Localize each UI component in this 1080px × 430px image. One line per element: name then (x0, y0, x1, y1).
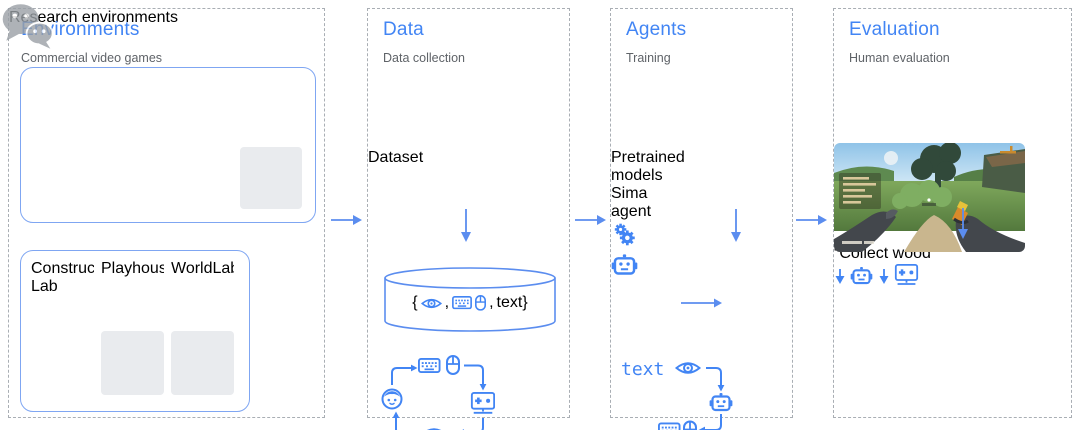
game-title: VALHEIM (170, 147, 232, 164)
robot-icon (709, 392, 733, 412)
game-thumb-no-mans-sky: NO MAN'S SKY (170, 77, 232, 139)
env-thumb-construction-lab: Construction Lab (31, 260, 94, 324)
wechat-icon (0, 0, 54, 49)
data-collection-card-stack (368, 9, 523, 430)
tuple-comma: , (444, 294, 450, 311)
env-thumb-worldlab: WorldLab (171, 260, 234, 324)
flow-arrow-data-to-agents (575, 215, 606, 225)
data-collection-cycle (381, 355, 496, 430)
game-title: Goat Simulator 3 (30, 147, 92, 200)
robot-icon (850, 266, 873, 285)
training-label: Training (626, 51, 671, 65)
game-thumb-hydroneer: HYDRONEER (240, 77, 302, 139)
research-environments-label: Research environments (9, 9, 178, 26)
game-title: NO MAN'S SKY (175, 77, 227, 130)
sima-agent-box (611, 253, 792, 281)
game-screen-icon (470, 392, 496, 414)
env-thumb-procthor: ProcTHOR (31, 331, 94, 395)
keyboard-icon (452, 296, 472, 309)
mouse-icon (683, 420, 697, 430)
mouse-icon (475, 295, 486, 311)
env-title: ProcTHOR (31, 331, 94, 348)
keyboard-icon (658, 422, 681, 430)
env-label-badge: Construction Lab (31, 260, 94, 295)
pretrained-models-label: Pretrained models (611, 149, 685, 184)
agents-title: Agents (626, 19, 687, 40)
dataset-label: Dataset (368, 149, 424, 166)
env-label-badge: WorldLab (171, 260, 234, 277)
env-thumb-placeholder (101, 331, 164, 395)
tuple-open: { (412, 294, 418, 311)
flow-arrow-environments-to-data (331, 215, 362, 225)
training-card: text (611, 342, 734, 430)
tuple-text-close: text} (496, 294, 528, 311)
gears-icon (611, 221, 638, 248)
game-thumb-placeholder (240, 147, 302, 209)
arrow-pretrained-to-sima (681, 298, 722, 308)
human-evaluation-label: Human evaluation (849, 51, 950, 65)
dataset-cylinder: { , , text} (382, 265, 558, 337)
arrow-training-to-agent (731, 209, 741, 242)
commercial-games-label: Commercial video games (21, 51, 163, 65)
game-title: SATISFACTORY (30, 77, 92, 94)
dataset-tuple: { , , text} (382, 291, 558, 315)
game-title: Wobbly Life (102, 147, 160, 182)
research-environments-grid: Construction Lab Playhouse WorldLab Proc… (31, 260, 234, 395)
tuple-comma2: , (489, 294, 494, 311)
mouse-icon (446, 355, 460, 375)
game-screen-icon (894, 264, 919, 285)
arrow-robot-to-game (879, 269, 889, 285)
panel-agents: Agents Training text (610, 8, 793, 430)
panel-evaluation: Evaluation Human evaluation “Collect woo… (833, 8, 1072, 418)
gameplay-screenshot-frame (834, 142, 1051, 270)
arrow-stack-to-screenshot (958, 208, 968, 239)
eye-icon (421, 297, 442, 310)
robot-icon (611, 253, 638, 276)
game-thumb-satisfactory: SATISFACTORY (30, 77, 92, 139)
game-thumb-wobbly-life: Wobbly Life (100, 147, 162, 209)
env-thumb-playhouse: Playhouse (101, 260, 164, 324)
evaluation-title: Evaluation (849, 19, 940, 40)
eye-icon (675, 362, 701, 374)
arrow-instruction-to-robot (835, 269, 845, 285)
game-title: HYDRONEER (240, 77, 302, 94)
game-thumb-teardown: TEARDOWN (100, 77, 162, 139)
game-thumb-goat-simulator: Goat Simulator 3 (30, 147, 92, 209)
env-label-badge: Playhouse (101, 260, 164, 277)
gameplay-screenshot (834, 142, 1025, 252)
keyboard-icon (418, 358, 441, 373)
commercial-games-grid: SATISFACTORY TEARDOWN NO MAN'S SKY HYDRO… (30, 77, 302, 209)
sima-agent-label: Sima agent (611, 185, 652, 220)
training-cycle: text (621, 359, 733, 430)
arrow-collection-to-dataset (461, 209, 471, 242)
flow-arrow-agents-to-evaluation (796, 215, 827, 225)
data-title: Data (383, 19, 424, 40)
pretrained-models-box (611, 221, 792, 253)
env-thumb-placeholder (171, 331, 234, 395)
data-collection-card (368, 342, 496, 430)
game-title: TEARDOWN (100, 77, 162, 94)
person-icon (381, 388, 403, 410)
text-token: text (621, 359, 664, 380)
game-thumb-valheim: VALHEIM (170, 147, 232, 209)
data-collection-label: Data collection (383, 51, 465, 65)
panel-data: Data Data collection (367, 8, 570, 430)
panel-environments: Environments Commercial video games SATI… (8, 8, 325, 418)
